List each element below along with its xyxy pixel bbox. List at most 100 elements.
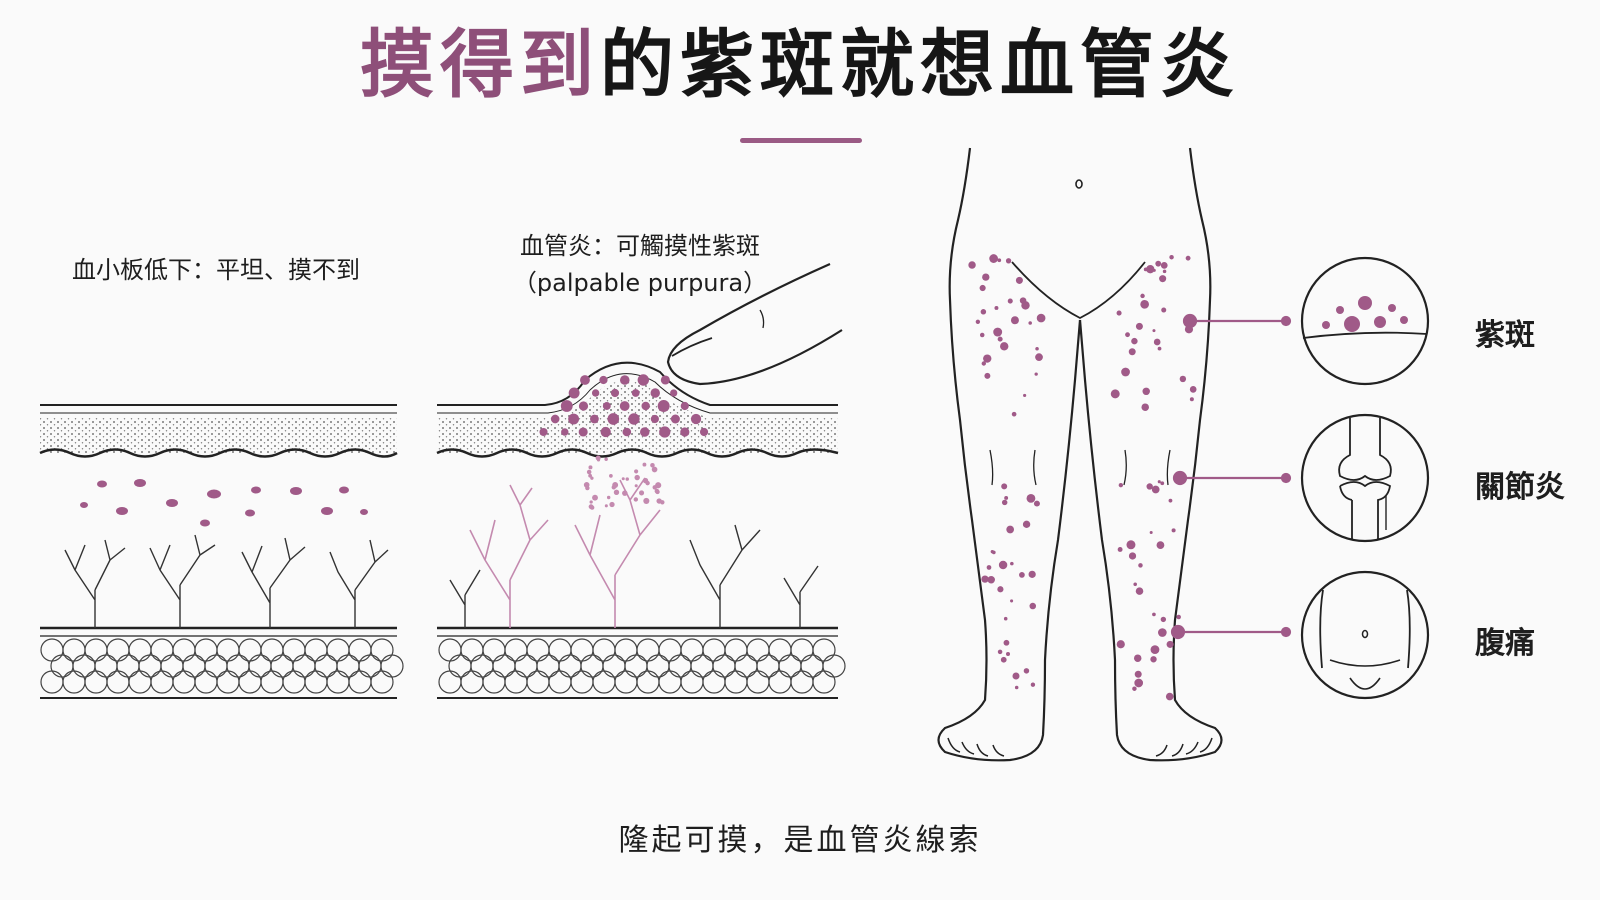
leg-purpura-dot (1023, 668, 1030, 674)
extravasated-dot (606, 495, 611, 500)
leg-purpura-dot (1141, 403, 1149, 411)
leg-purpura-dot (979, 332, 985, 338)
leg-purpura-dot (1152, 612, 1156, 617)
leg-purpura-dot (1004, 496, 1009, 500)
flat-vessels (64, 534, 389, 628)
purpura-dot (650, 414, 659, 424)
symptom-label-purpura: 紫斑 (1475, 318, 1535, 353)
leg-purpura-dot (1010, 599, 1014, 603)
leg-purpura-dot (986, 565, 992, 570)
leg-purpura-dot (1126, 540, 1136, 550)
leg-purpura-dot (1159, 275, 1167, 283)
extravasated-dot (588, 465, 593, 470)
extravasated-dot (639, 490, 645, 496)
purpura-dot (619, 401, 630, 411)
leg-purpura-dot (1029, 602, 1037, 610)
leg-purpura-dot (987, 575, 995, 584)
purpura-dot (550, 414, 560, 424)
purpura-dot (560, 400, 573, 412)
leg-purpura-dot (998, 560, 1008, 570)
leg-purpura-dot (993, 327, 1003, 337)
leg-purpura-dot (1116, 640, 1125, 649)
purpura-dot (620, 375, 630, 385)
purpura-dot (568, 387, 580, 399)
leg-purpura-dot (1176, 614, 1181, 620)
extravasated-dot (633, 497, 639, 502)
leg-purpura-dot (991, 550, 996, 555)
fat-lobules-mid (438, 638, 846, 694)
leg-purpura-dot (1152, 268, 1156, 272)
leg-purpura-dot (981, 361, 986, 366)
extravasated-dot (592, 494, 598, 501)
leg-purpura-dot (1135, 587, 1144, 595)
flat-purpura-spots (80, 479, 368, 527)
leg-purpura-dot (1150, 656, 1157, 663)
leg-purpura-dot (1000, 342, 1009, 351)
leg-purpura-dot (1015, 276, 1023, 284)
page-title: 摸得到的紫斑就想血管炎 (0, 28, 1600, 102)
purpura-dot (699, 427, 709, 437)
leg-purpura-dot (1010, 316, 1019, 325)
leg-purpura-dot (1121, 367, 1130, 377)
leg-purpura-dot (1166, 640, 1174, 648)
purpura-dot (578, 401, 589, 411)
platelet-panel-label: 血小板低下：平坦、摸不到 (72, 256, 360, 284)
leg-purpura-dot (1134, 678, 1144, 688)
raised-purpura-cluster (539, 374, 709, 438)
leg-purpura-dot (997, 258, 1002, 263)
extravasated-dot (609, 501, 615, 508)
leg-purpura-dot (1005, 258, 1012, 264)
leg-purpura-dot (1036, 313, 1046, 323)
leg-purpura-dot (1150, 645, 1160, 655)
raised-skin-cross-section (436, 361, 846, 699)
inflamed-vessels (469, 477, 661, 628)
purpura-dot (670, 414, 680, 424)
leg-purpura-dot (968, 261, 976, 269)
extravasated-dot (590, 476, 594, 480)
leg-purpura-dot (1189, 386, 1197, 393)
leg-purpura-dot (1160, 261, 1168, 269)
purpura-dot (680, 427, 690, 437)
extravasated-dot (612, 482, 619, 488)
leg-purpura-dot (1160, 481, 1165, 486)
purpura-dot (637, 374, 650, 386)
purpura-dot (590, 414, 599, 424)
leg-purpura-dot (1125, 332, 1130, 338)
purpura-dot (628, 413, 640, 425)
leg-purpura-dot (1022, 520, 1031, 528)
purpura-dot (640, 427, 650, 437)
purpura-dot (690, 413, 702, 425)
leg-purpura-dot (1168, 498, 1173, 503)
leg-purpura-dot (1128, 552, 1137, 560)
leg-purpura-dot (1153, 338, 1161, 346)
leg-purpura-dot (1185, 255, 1191, 261)
extravasated-dot (660, 500, 665, 505)
leg-purpura-dot (1116, 310, 1122, 316)
purpura-dot (561, 428, 569, 436)
leg-purpura-dot (1030, 682, 1036, 687)
leg-purpura-dot (1006, 525, 1015, 534)
leg-purpura-dot (1161, 307, 1167, 313)
leg-purpura-dot (1023, 393, 1027, 398)
purpura-dot (607, 413, 620, 425)
leg-purpura-dot (979, 284, 986, 292)
leg-purpura-dot (1012, 672, 1020, 680)
title-highlight: 摸得到 (360, 22, 600, 108)
leg-purpura-dot (1118, 482, 1124, 488)
title-rest: 的紫斑就想血管炎 (600, 22, 1240, 108)
leg-purpura-dot (1157, 346, 1162, 351)
extravasated-dot (634, 484, 638, 488)
extravasated-dot (604, 457, 608, 461)
leg-purpura-dot (1155, 260, 1162, 267)
leg-purpura-spots (968, 254, 1197, 701)
leg-purpura-dot (1140, 293, 1145, 299)
extravasated-dot (634, 469, 639, 474)
extravasated-dot (645, 480, 650, 486)
purpura-dot (580, 375, 590, 385)
extravasated-dot (589, 500, 593, 504)
leg-purpura-dot (1146, 265, 1155, 274)
leg-purpura-dot (1019, 297, 1027, 304)
normal-vessels-mid (449, 524, 819, 628)
leg-purpura-dot (1028, 321, 1032, 325)
purpura-dot (657, 400, 670, 412)
